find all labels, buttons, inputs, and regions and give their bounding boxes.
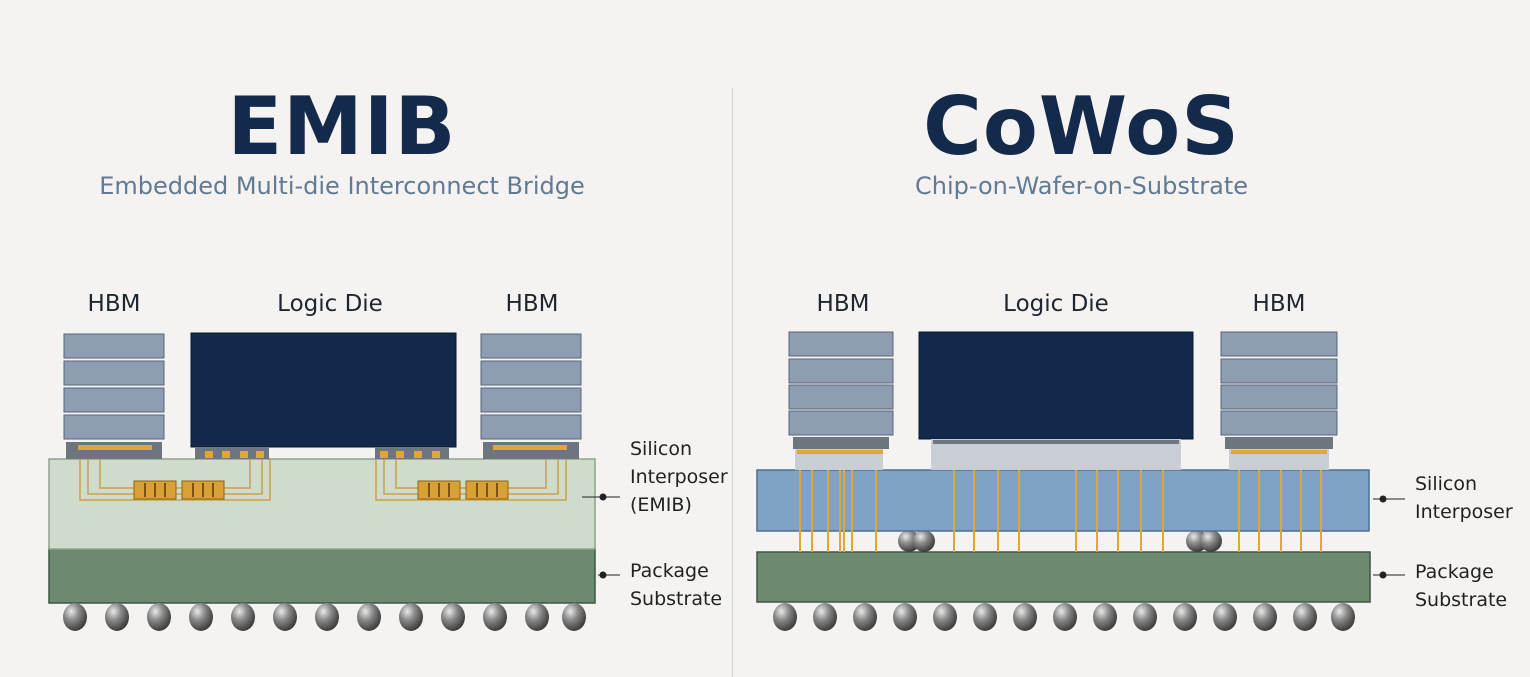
cowos-logic-die-label: Logic Die: [1003, 291, 1109, 317]
cowos-solder-balls: [773, 603, 1355, 631]
emib-hbm-left-label: HBM: [87, 291, 141, 317]
emib-hbm-right-label: HBM: [505, 291, 559, 317]
emib-silicon-interposer: [48, 458, 596, 550]
emib-hbm-left: [63, 333, 165, 459]
cowos-hbm-left-label: HBM: [816, 291, 870, 317]
emib-substrate-label: Package Substrate: [630, 560, 723, 610]
cowos-hbm-left: [788, 331, 894, 470]
emib-package-substrate: [48, 547, 596, 604]
panel-divider: [732, 88, 733, 677]
cowos-silicon-interposer: [756, 469, 1370, 532]
cowos-package-substrate: [756, 551, 1371, 603]
cowos-interposer-label: Silicon Interposer: [1415, 473, 1513, 523]
emib-diagram: [48, 332, 620, 631]
emib-leader-lines: [582, 493, 620, 579]
emib-title: EMIB: [227, 80, 457, 173]
cowos-tsvs: [799, 460, 1322, 552]
cowos-logic-die: [918, 331, 1194, 470]
cowos-leader-lines: [1373, 495, 1405, 579]
cowos-title: CoWoS: [923, 80, 1240, 173]
emib-subtitle: Embedded Multi-die Interconnect Bridge: [99, 172, 585, 200]
emib-interposer-label: Silicon Interposer (EMIB): [630, 438, 728, 516]
cowos-subtitle: Chip-on-Wafer-on-Substrate: [914, 172, 1248, 200]
cowos-diagram: [756, 331, 1405, 631]
cowos-c4-bumps: [898, 530, 1222, 552]
emib-solder-balls: [63, 603, 586, 631]
cowos-substrate-label: Package Substrate: [1415, 561, 1508, 611]
emib-bridge-chips: [133, 480, 509, 500]
emib-hbm-right: [480, 333, 582, 459]
emib-logic-die-label: Logic Die: [277, 291, 383, 317]
emib-panel: EMIB Embedded Multi-die Interconnect Bri…: [0, 0, 732, 677]
cowos-panel: CoWoS Chip-on-Wafer-on-Substrate: [733, 0, 1530, 677]
cowos-hbm-right-label: HBM: [1252, 291, 1306, 317]
cowos-hbm-right: [1220, 331, 1338, 470]
emib-logic-die: [190, 332, 457, 459]
